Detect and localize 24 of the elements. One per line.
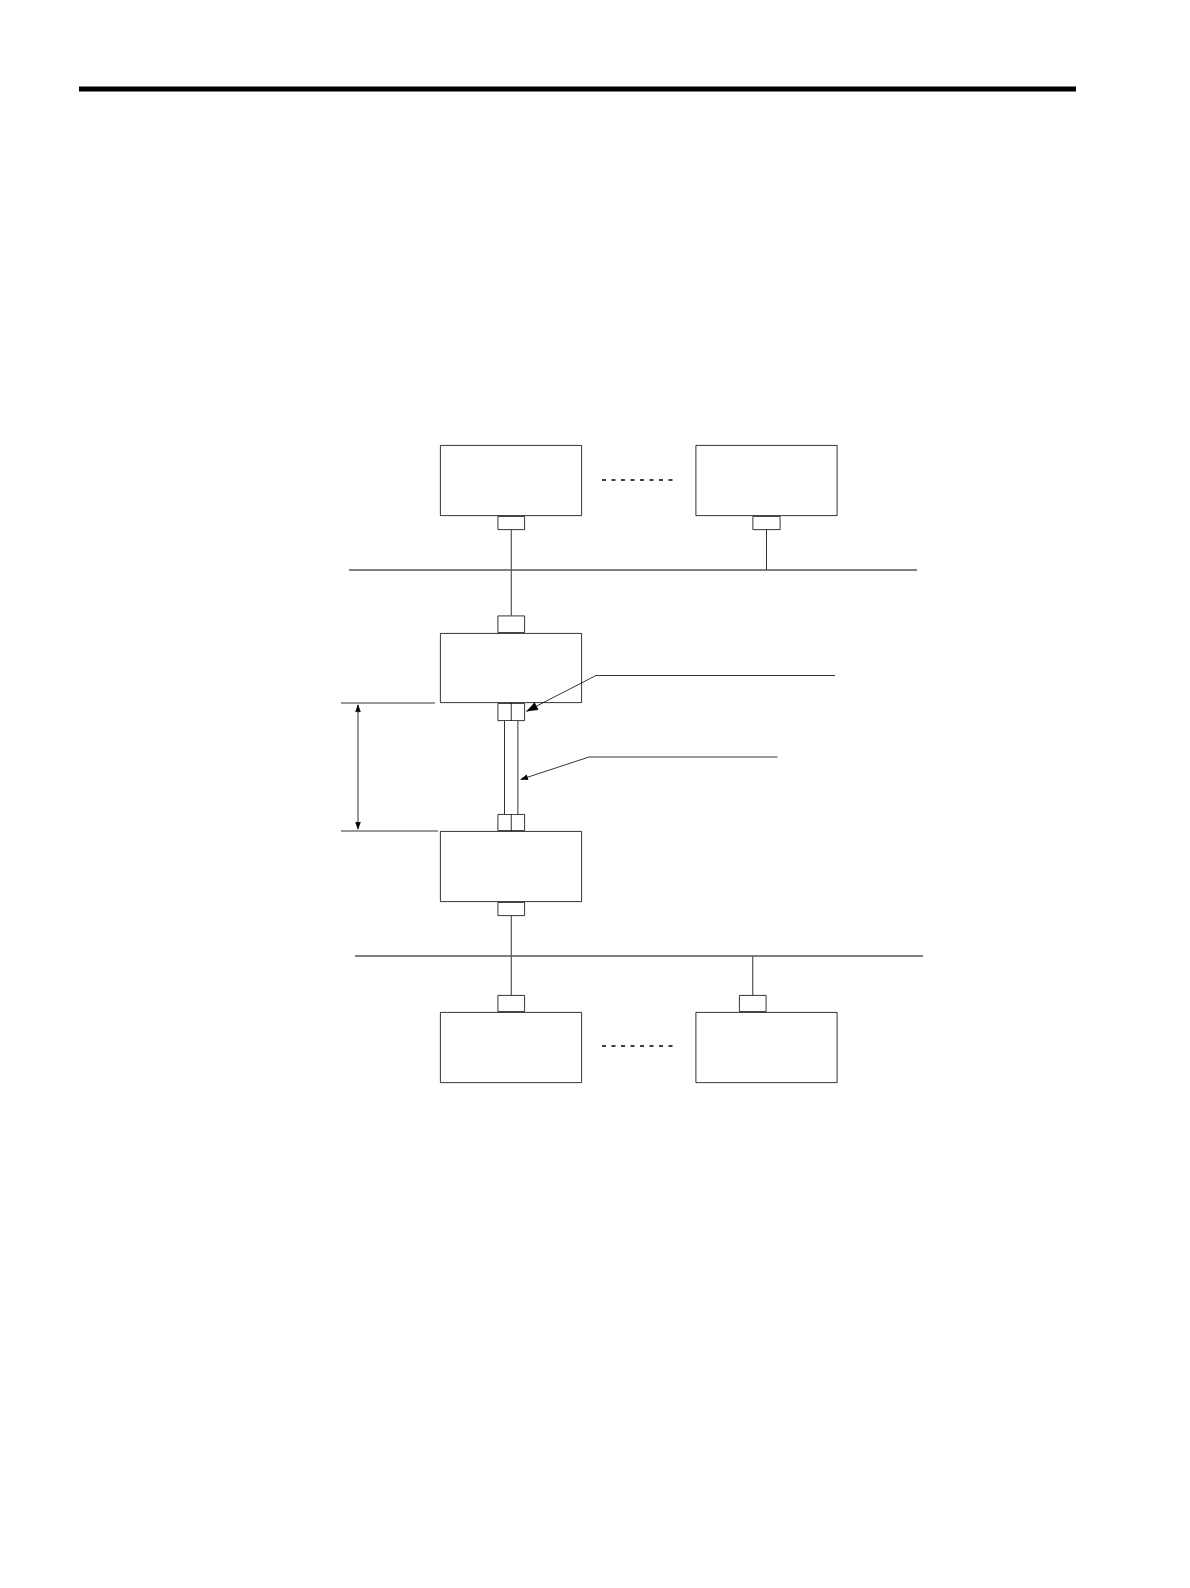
- device-box: [440, 445, 582, 516]
- connection-line: [510, 915, 512, 956]
- connector: [497, 615, 525, 633]
- connector: [497, 902, 525, 916]
- cable: [504, 721, 519, 814]
- device-box: [440, 831, 582, 902]
- leader-line: [526, 675, 836, 712]
- device-box: [695, 1012, 838, 1083]
- connection-line: [510, 570, 512, 616]
- device-box: [695, 445, 838, 516]
- connection-line: [510, 956, 512, 996]
- connection-line: [510, 529, 512, 570]
- device-box: [440, 1012, 582, 1083]
- connection-line: [752, 956, 754, 996]
- connector: [497, 995, 525, 1012]
- bus-line: [349, 569, 917, 571]
- connector: [497, 516, 525, 530]
- connector: [497, 702, 525, 722]
- device-box: [440, 633, 582, 703]
- bus-line: [355, 955, 923, 957]
- connection-line: [766, 529, 767, 570]
- connector: [752, 516, 781, 530]
- connector: [739, 995, 767, 1012]
- connector: [497, 813, 525, 832]
